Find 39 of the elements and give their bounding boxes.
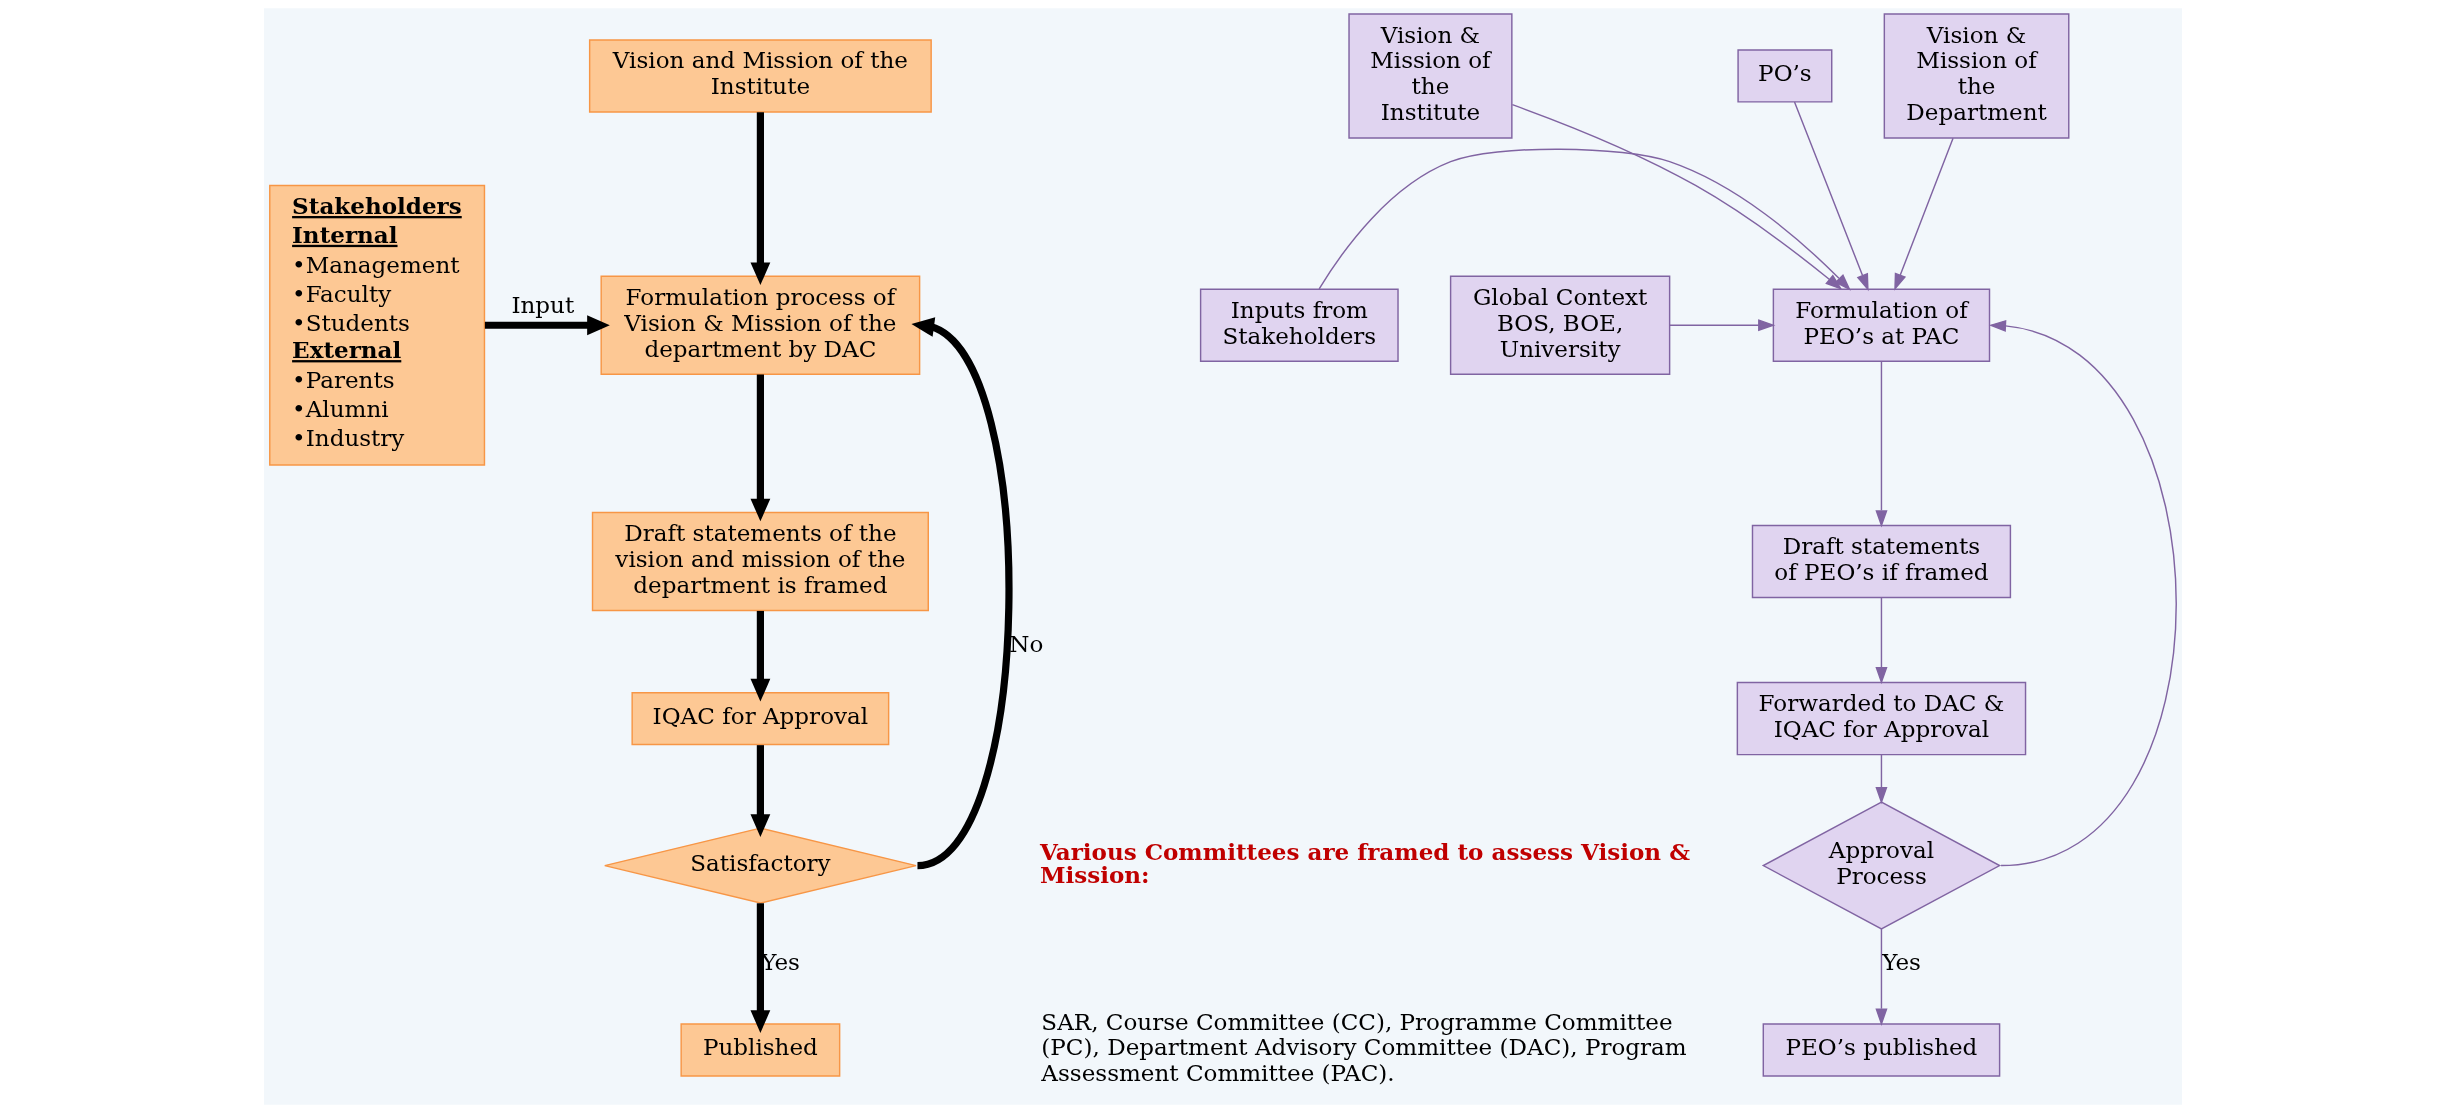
arrow <box>1668 319 1775 332</box>
node-box: Stakeholders Internal •Management •Faculty •Students External •Parents •Alumni •Industry <box>268 184 485 466</box>
arrow <box>750 112 770 286</box>
arrow <box>1874 596 1887 685</box>
arrow <box>750 745 770 837</box>
node-box: Vision & Mission of the Department <box>1883 13 2069 139</box>
arrow <box>750 374 770 522</box>
node-box: Forwarded to DAC & IQAC for Approval <box>1736 681 2026 756</box>
arrow <box>1874 360 1887 528</box>
node-box: Published <box>679 1023 840 1077</box>
node-diamond: Satisfactory <box>603 827 917 904</box>
arrow <box>1793 101 1869 292</box>
label: SAR, Course Committee (CC), Programme Committee (PC), Department Advisory Committee (DAC), Program Assessment Committee (PAC). <box>1040 1008 1687 1087</box>
edge-label: Yes <box>760 949 800 976</box>
arrow <box>1893 137 1954 291</box>
node-diamond: Approval Process <box>1761 801 2001 930</box>
node-box: IQAC for Approval <box>630 691 889 746</box>
arrow <box>1874 754 1887 805</box>
node-box: Vision and Mission of the Institute <box>588 39 932 113</box>
arrow <box>750 903 770 1033</box>
node-box: Inputs from Stakeholders <box>1199 288 1399 362</box>
arrow <box>1874 928 1887 1026</box>
node-box: PEO’s published <box>1762 1023 2000 1077</box>
arrow <box>1988 319 2177 867</box>
node-box: Global Context BOS, BOE, University <box>1449 275 1670 375</box>
edge-label: Input <box>510 292 574 319</box>
node-box: Draft statements of the vision and mission of the department is framed <box>591 511 929 612</box>
arrow <box>1317 148 1851 291</box>
arrow <box>910 317 1012 869</box>
arrow <box>1511 103 1842 291</box>
arrow <box>750 610 770 702</box>
node-box: PO’s <box>1736 49 1832 103</box>
edge-label: Yes <box>1881 949 1921 976</box>
node-box: Formulation of PEO’s at PAC <box>1772 288 1990 362</box>
node-box: Draft statements of PEO’s if framed <box>1751 524 2011 599</box>
node-box: Formulation process of Vision & Mission of the department by DAC <box>599 275 920 375</box>
label: Various Committees are framed to assess Vision & Mission: <box>1039 837 1690 888</box>
arrow <box>484 315 610 336</box>
node-box: Vision & Mission of the Institute <box>1347 13 1513 139</box>
